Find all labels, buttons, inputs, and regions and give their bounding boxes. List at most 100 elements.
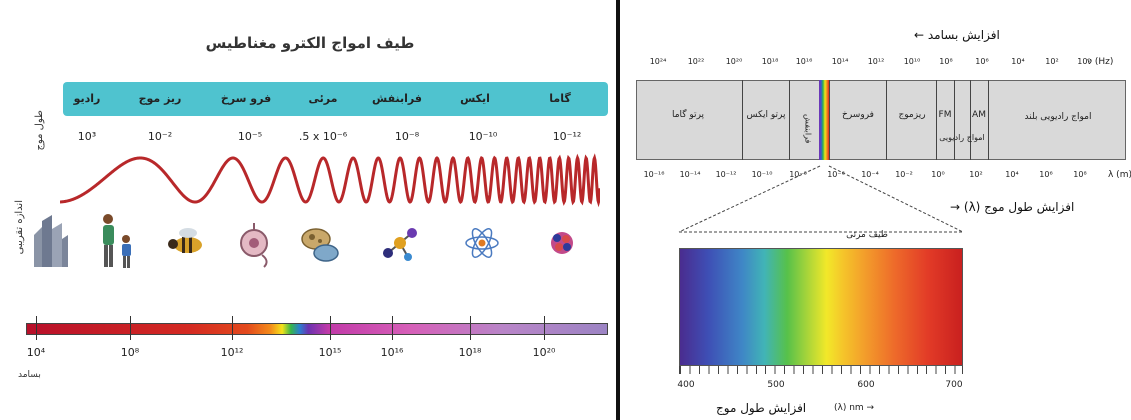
band-wavelength-ultraviolet: 10⁻⁸ <box>394 130 420 143</box>
band-name-bar <box>63 82 608 116</box>
wavelength-tick-label: 10⁰ <box>931 170 945 179</box>
frequency-tick <box>36 316 37 340</box>
wavelength-tick-label: 10⁻¹⁰ <box>751 170 773 179</box>
frequency-label: 10⁴ <box>26 346 46 359</box>
frequency-tick-label: 10²⁴ <box>649 57 667 66</box>
band-label-infrared: فرو سرخ <box>220 92 272 105</box>
region-divider <box>886 80 887 160</box>
bacteria-icon <box>301 228 339 262</box>
region-divider <box>988 80 989 160</box>
region-label-fm: FM <box>938 110 952 120</box>
frequency-tick-label: 10⁰ <box>1077 57 1091 66</box>
frequency-tick-label: 10² <box>1045 57 1059 66</box>
frequency-tick-label: 10²⁰ <box>725 57 743 66</box>
region-label-radio: امواج رادیویی <box>939 133 985 142</box>
em-spectrum-illustration: طیف امواج الکترو مغناطیس طول موج اندازه … <box>14 0 620 420</box>
frequency-tick-label: 10¹⁶ <box>795 57 813 66</box>
band-wavelength-visible: .5 x 10⁻⁶ <box>298 130 348 143</box>
band-label-gamma: گاما <box>549 92 571 105</box>
frequency-color-bar <box>26 323 608 335</box>
region-label-am: AM <box>972 110 986 120</box>
visible-light-strip <box>819 80 829 160</box>
wavelength-tick-label: 10⁴ <box>1005 170 1019 179</box>
wavelength-tick-label: 10⁸ <box>1073 170 1087 179</box>
spectrum-band-box <box>636 80 1126 160</box>
wavelength-tick-label: 10⁻⁴ <box>861 170 879 179</box>
frequency-label: 10¹⁸ <box>458 346 482 359</box>
band-wavelength-radio: 10³ <box>77 130 97 143</box>
frequency-tick <box>392 316 393 340</box>
nanometer-tick-label: 700 <box>945 380 963 390</box>
people-icon <box>103 214 131 268</box>
region-divider <box>954 80 955 160</box>
molecule-icon <box>383 228 417 261</box>
nanometer-ruler <box>679 366 963 374</box>
region-label-xray: پرتو ایکس <box>746 110 786 120</box>
region-divider <box>789 80 790 160</box>
wavelength-tick-label: 10⁻⁸ <box>789 170 807 179</box>
band-wavelength-xray: 10⁻¹⁰ <box>468 130 498 143</box>
frequency-tick <box>544 316 545 340</box>
zoom-lines <box>678 165 964 233</box>
frequency-unit: ν (Hz) <box>1087 57 1114 67</box>
frequency-axis-word: بسامد <box>18 370 41 380</box>
region-label-microwave: ریزموج <box>898 110 926 120</box>
bee-icon <box>168 228 202 253</box>
frequency-tick-label: 10¹⁴ <box>831 57 849 66</box>
frequency-increase-title: افزایش بسامد ← <box>914 28 1000 42</box>
band-wavelength-microwave: 10⁻² <box>147 130 173 143</box>
frequency-label: 10⁸ <box>120 346 140 359</box>
nanometer-tick-label: 600 <box>857 380 875 390</box>
frequency-tick-label: 10¹⁰ <box>903 57 921 66</box>
nanometer-axis-title: افزایش طول موج <box>716 401 807 415</box>
em-spectrum-chart: افزایش بسامد ← 10²⁴ 10²² 10²⁰ 10¹⁸ 10¹⁶ … <box>624 0 1131 420</box>
frequency-label: 10¹⁶ <box>380 346 404 359</box>
wavelength-tick-label: 10⁻⁶ <box>827 170 845 179</box>
visible-spectrum-title: طیف مرئی <box>846 230 888 240</box>
frequency-label: 10¹⁵ <box>318 346 342 359</box>
frequency-tick-label: 10¹² <box>867 57 885 66</box>
band-label-radio: رادیو <box>73 92 101 105</box>
frequency-tick <box>130 316 131 340</box>
band-label-microwave: ریز موج <box>138 92 182 105</box>
band-label-visible: مرئی <box>308 92 338 105</box>
band-label-ultraviolet: فرابنفش <box>372 92 422 105</box>
wavelength-tick-label: 10⁶ <box>1039 170 1053 179</box>
nanometer-tick-label: 500 <box>767 380 785 390</box>
wavelength-increase-title: افزایش طول موج (λ) → <box>950 200 1075 214</box>
wave-graphic <box>60 153 600 208</box>
frequency-tick-label: 10⁴ <box>1011 57 1025 66</box>
cell-icon <box>240 223 268 268</box>
wavelength-side-label: طول موج <box>34 110 45 151</box>
nucleus-icon <box>551 232 573 254</box>
band-label-xray: ایکس <box>460 92 490 105</box>
wavelength-tick-label: 10⁻² <box>895 170 913 179</box>
illustration-title: طیف امواج الکترو مغناطیس <box>205 34 415 52</box>
band-wavelength-infrared: 10⁻⁵ <box>237 130 263 143</box>
region-divider <box>829 80 830 160</box>
building-icon <box>34 215 68 267</box>
frequency-label: 10¹² <box>220 346 244 359</box>
wave-line <box>60 153 600 208</box>
nanometer-axis-unit: (λ) nm → <box>834 403 875 413</box>
region-divider <box>742 80 743 160</box>
visible-spectrum-gradient <box>679 248 963 366</box>
atom-icon <box>465 228 499 258</box>
region-label-ultraviolet: فرابنفش <box>803 114 813 144</box>
frequency-tick-label: 10²² <box>687 57 705 66</box>
wavelength-tick-label: 10⁻¹² <box>715 170 737 179</box>
wavelength-unit: λ (m) <box>1108 170 1131 180</box>
frequency-tick <box>470 316 471 340</box>
wavelength-tick-label: 10⁻¹⁶ <box>643 170 665 179</box>
frequency-tick <box>232 316 233 340</box>
frequency-tick-label: 10⁶ <box>975 57 989 66</box>
region-label-infrared: فروسرخ <box>842 110 874 120</box>
size-side-label: اندازه تقریبی <box>14 200 25 255</box>
region-label-long-radio: امواج رادیویی بلند <box>1024 112 1092 122</box>
frequency-tick-label: 10¹⁸ <box>761 57 779 66</box>
frequency-tick-label: 10⁸ <box>939 57 953 66</box>
region-label-gamma: پرتو گاما <box>671 110 705 120</box>
frequency-tick <box>330 316 331 340</box>
region-divider <box>970 80 971 160</box>
band-wavelength-gamma: 10⁻¹² <box>552 130 582 143</box>
